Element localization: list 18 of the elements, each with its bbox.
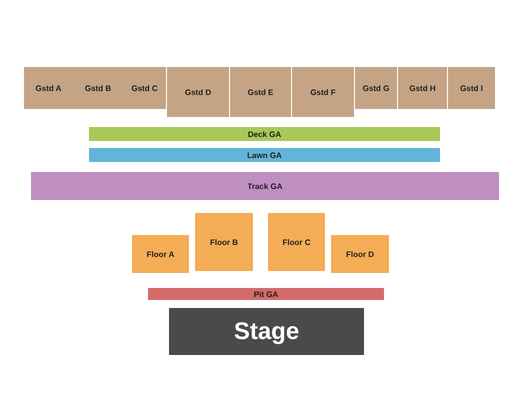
seating-section: Gstd D [167,67,229,117]
seating-section: Floor B [195,213,253,271]
seating-section: Track GA [31,172,499,200]
seating-section: Gstd I [448,67,495,109]
seating-section: Gstd G [355,67,397,109]
seating-section: Lawn GA [89,148,440,162]
seating-section: Gstd A [24,67,73,109]
seating-section: Gstd E [230,67,291,117]
seating-section: Gstd C [123,67,166,109]
seating-section: Gstd H [398,67,447,109]
seating-section: Floor D [331,235,389,273]
seating-section: Floor C [268,213,325,271]
seating-section: Deck GA [89,127,440,141]
seating-section: Pit GA [148,288,384,300]
stage: Stage [169,308,364,355]
seating-section: Floor A [132,235,189,273]
seating-section: Gstd B [73,67,123,109]
seating-section: Gstd F [292,67,354,117]
